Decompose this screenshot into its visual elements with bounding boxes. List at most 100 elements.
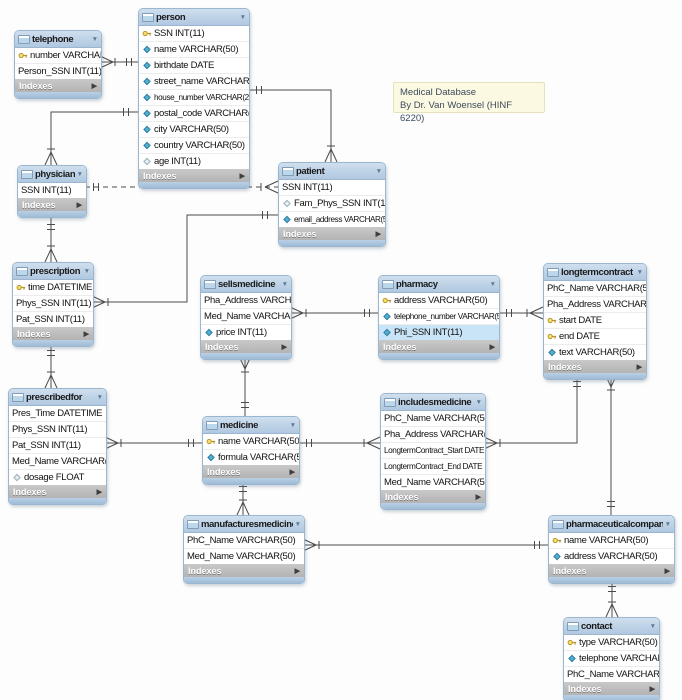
field-row[interactable]: PhC_Name VARCHAR(50) (381, 411, 485, 427)
field-row[interactable]: PhC_Name VARCHAR(50) (184, 533, 304, 549)
expand-arrow-icon[interactable]: ▶ (489, 343, 495, 351)
indexes-row[interactable]: Indexes▶ (13, 327, 93, 340)
expand-arrow-icon[interactable]: ▶ (91, 82, 97, 90)
indexes-row[interactable]: Indexes▶ (15, 79, 101, 92)
field-row[interactable]: start DATE (544, 313, 646, 329)
field-row[interactable]: Fam_Phys_SSN INT(11) (279, 196, 385, 212)
field-row[interactable]: Med_Name VARCHAR(50) (184, 549, 304, 564)
field-row[interactable]: Pat_SSN INT(11) (9, 438, 106, 454)
field-row[interactable]: Pha_Address VARCHAR(50) (201, 293, 291, 309)
field-row[interactable]: name VARCHAR(50) (549, 533, 674, 549)
field-row[interactable]: address VARCHAR(50) (379, 293, 499, 309)
table-header[interactable]: sellsmedicine▼ (201, 276, 291, 293)
chevron-down-icon[interactable]: ▼ (239, 13, 246, 21)
table-longtermcontract[interactable]: longtermcontract▼PhC_Name VARCHAR(50)Pha… (543, 263, 647, 380)
field-row[interactable]: text VARCHAR(50) (544, 345, 646, 360)
chevron-down-icon[interactable]: ▼ (289, 421, 296, 429)
indexes-row[interactable]: Indexes▶ (381, 490, 485, 503)
chevron-down-icon[interactable]: ▼ (83, 267, 90, 275)
table-header[interactable]: manufacturesmedicine▼ (184, 516, 304, 533)
expand-arrow-icon[interactable]: ▶ (475, 493, 481, 501)
table-pharmaceuticalcompany[interactable]: pharmaceuticalcompany▼name VARCHAR(50)ad… (548, 515, 675, 584)
table-header[interactable]: includesmedicine▼ (381, 394, 485, 411)
table-header[interactable]: pharmacy▼ (379, 276, 499, 293)
expand-arrow-icon[interactable]: ▶ (649, 685, 655, 693)
table-header[interactable]: medicine▼ (203, 417, 299, 434)
table-header[interactable]: physician▼ (18, 166, 86, 183)
table-header[interactable]: prescribedfor▼ (9, 389, 106, 406)
chevron-down-icon[interactable]: ▼ (294, 520, 301, 528)
expand-arrow-icon[interactable]: ▶ (76, 201, 82, 209)
field-row[interactable]: address VARCHAR(50) (549, 549, 674, 564)
field-row[interactable]: Person_SSN INT(11) (15, 64, 101, 79)
field-row[interactable]: age INT(11) (139, 154, 249, 169)
expand-arrow-icon[interactable]: ▶ (294, 567, 300, 575)
field-row[interactable]: Med_Name VARCHAR(50) (381, 475, 485, 490)
chevron-down-icon[interactable]: ▼ (91, 35, 98, 43)
field-row[interactable]: Phi_SSN INT(11) (379, 325, 499, 340)
expand-arrow-icon[interactable]: ▶ (83, 330, 89, 338)
chevron-down-icon[interactable]: ▼ (475, 398, 482, 406)
field-row[interactable]: email_address VARCHAR(50) (279, 212, 385, 227)
expand-arrow-icon[interactable]: ▶ (664, 567, 670, 575)
field-row[interactable]: postal_code VARCHAR(50) (139, 106, 249, 122)
table-header[interactable]: contact▼ (564, 618, 659, 635)
indexes-row[interactable]: Indexes▶ (184, 564, 304, 577)
note-box[interactable]: Medical Database By Dr. Van Woensel (HIN… (393, 82, 545, 124)
field-row[interactable]: Pha_Address VARCHAR(50) (544, 297, 646, 313)
field-row[interactable]: type VARCHAR(50) (564, 635, 659, 651)
indexes-row[interactable]: Indexes▶ (9, 485, 106, 498)
table-sellsmedicine[interactable]: sellsmedicine▼Pha_Address VARCHAR(50)Med… (200, 275, 292, 360)
indexes-row[interactable]: Indexes▶ (201, 340, 291, 353)
field-row[interactable]: city VARCHAR(50) (139, 122, 249, 138)
expand-arrow-icon[interactable]: ▶ (96, 488, 102, 496)
indexes-row[interactable]: Indexes▶ (279, 227, 385, 240)
table-includesmedicine[interactable]: includesmedicine▼PhC_Name VARCHAR(50)Pha… (380, 393, 486, 510)
indexes-row[interactable]: Indexes▶ (549, 564, 674, 577)
field-row[interactable]: telephone_number VARCHAR(50) (379, 309, 499, 325)
chevron-down-icon[interactable]: ▼ (281, 280, 288, 288)
field-row[interactable]: country VARCHAR(50) (139, 138, 249, 154)
chevron-down-icon[interactable]: ▼ (649, 622, 656, 630)
field-row[interactable]: price INT(11) (201, 325, 291, 340)
table-person[interactable]: person▼SSN INT(11)name VARCHAR(50)birthd… (138, 8, 250, 189)
field-row[interactable]: Pres_Time DATETIME (9, 406, 106, 422)
field-row[interactable]: time DATETIME (13, 280, 93, 296)
table-header[interactable]: telephone▼ (15, 31, 101, 48)
field-row[interactable]: Pat_SSN INT(11) (13, 312, 93, 327)
expand-arrow-icon[interactable]: ▶ (375, 230, 381, 238)
expand-arrow-icon[interactable]: ▶ (239, 172, 245, 180)
indexes-row[interactable]: Indexes▶ (379, 340, 499, 353)
indexes-row[interactable]: Indexes▶ (564, 682, 659, 695)
field-row[interactable]: dosage FLOAT (9, 470, 106, 485)
table-header[interactable]: person▼ (139, 9, 249, 26)
indexes-row[interactable]: Indexes▶ (203, 465, 299, 478)
field-row[interactable]: Phys_SSN INT(11) (13, 296, 93, 312)
chevron-down-icon[interactable]: ▼ (76, 170, 83, 178)
table-contact[interactable]: contact▼type VARCHAR(50)telephone VARCHA… (563, 617, 660, 700)
field-row[interactable]: Phys_SSN INT(11) (9, 422, 106, 438)
chevron-down-icon[interactable]: ▼ (664, 520, 671, 528)
field-row[interactable]: Pha_Address VARCHAR(50) (381, 427, 485, 443)
field-row[interactable]: Med_Name VARCHAR(50) (9, 454, 106, 470)
field-row[interactable]: SSN INT(11) (139, 26, 249, 42)
field-row[interactable]: LongtermContract_End DATE (381, 459, 485, 475)
expand-arrow-icon[interactable]: ▶ (636, 363, 642, 371)
field-row[interactable]: name VARCHAR(50) (203, 434, 299, 450)
field-row[interactable]: name VARCHAR(50) (139, 42, 249, 58)
table-patient[interactable]: patient▼SSN INT(11)Fam_Phys_SSN INT(11)e… (278, 162, 386, 247)
field-row[interactable]: telephone VARCHAR(50) (564, 651, 659, 667)
table-telephone[interactable]: telephone▼number VARCHAR(50)Person_SSN I… (14, 30, 102, 99)
table-pharmacy[interactable]: pharmacy▼address VARCHAR(50)telephone_nu… (378, 275, 500, 360)
field-row[interactable]: birthdate DATE (139, 58, 249, 74)
field-row[interactable]: PhC_Name VARCHAR(50) (564, 667, 659, 682)
field-row[interactable]: street_name VARCHAR(50) (139, 74, 249, 90)
indexes-row[interactable]: Indexes▶ (544, 360, 646, 373)
table-header[interactable]: patient▼ (279, 163, 385, 180)
chevron-down-icon[interactable]: ▼ (96, 393, 103, 401)
table-header[interactable]: longtermcontract▼ (544, 264, 646, 281)
chevron-down-icon[interactable]: ▼ (375, 167, 382, 175)
table-physician[interactable]: physician▼SSN INT(11)Indexes▶ (17, 165, 87, 218)
